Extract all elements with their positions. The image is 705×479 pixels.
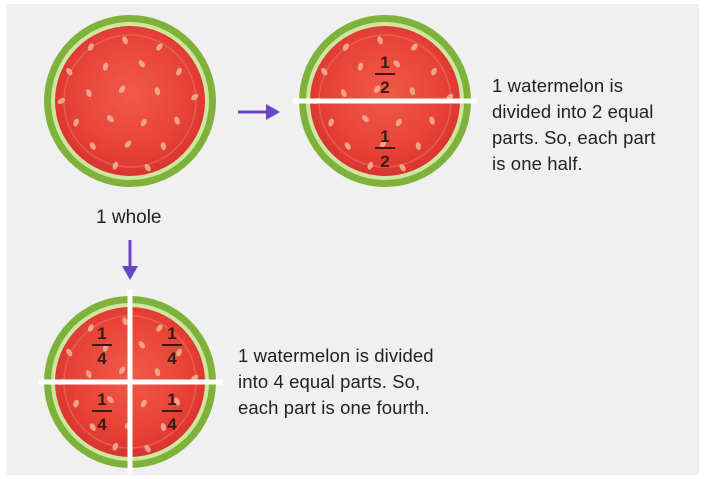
down-arrow-icon: [122, 240, 138, 280]
quartered-watermelon: [38, 290, 222, 474]
fraction-numerator: 1: [167, 324, 176, 343]
fraction-denominator: 4: [97, 415, 107, 434]
whole-label: 1 whole: [96, 207, 162, 229]
fraction-numerator: 1: [380, 53, 389, 72]
fraction-denominator: 2: [380, 78, 389, 97]
half-cut-line: [293, 99, 477, 104]
fraction-denominator: 4: [167, 415, 177, 434]
whole-watermelon: [44, 15, 216, 187]
caption-line: 1 watermelon is: [492, 73, 655, 99]
caption-line: divided into 2 equal: [492, 99, 655, 125]
vertical-cut-line: [128, 290, 133, 474]
fraction-denominator: 4: [167, 349, 177, 368]
fourths-caption: 1 watermelon is divided into 4 equal par…: [238, 343, 434, 421]
halves-caption: 1 watermelon is divided into 2 equal par…: [492, 73, 655, 177]
caption-line: parts. So, each part: [492, 125, 655, 151]
caption-line: each part is one fourth.: [238, 395, 434, 421]
caption-line: is one half.: [492, 151, 655, 177]
fraction-numerator: 1: [167, 390, 176, 409]
fraction-numerator: 1: [97, 324, 106, 343]
right-arrow-icon: [238, 104, 280, 120]
caption-line: 1 watermelon is divided: [238, 343, 434, 369]
fraction-numerator: 1: [380, 127, 389, 146]
fraction-numerator: 1: [97, 390, 106, 409]
fraction-denominator: 2: [380, 152, 389, 171]
caption-line: into 4 equal parts. So,: [238, 369, 434, 395]
fraction-denominator: 4: [97, 349, 107, 368]
